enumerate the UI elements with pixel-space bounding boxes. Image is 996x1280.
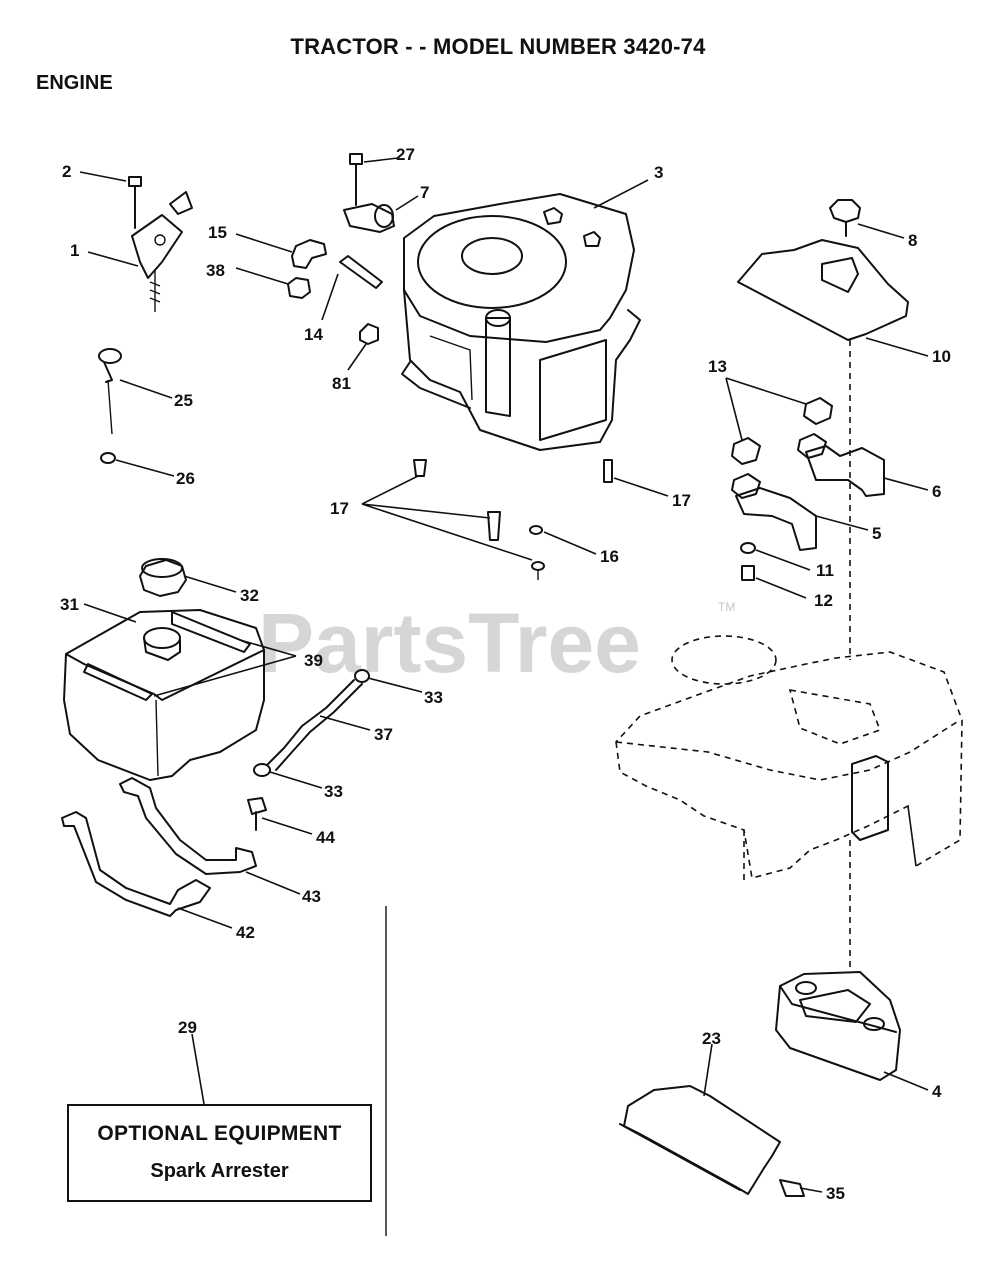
callout-17-left: 17 [330,499,349,518]
fuel-cap-icon [139,558,187,597]
throttle-control-icon [131,191,193,312]
screw-35-icon [779,1179,805,1197]
callout-31: 31 [60,595,79,614]
callout-11: 11 [816,561,834,580]
fuel-line-icon [267,679,363,771]
callout-33-top: 33 [424,688,443,707]
washer-26-icon [100,452,116,464]
callout-37: 37 [374,725,393,744]
callout-8: 8 [908,231,917,250]
callout-25: 25 [174,391,193,410]
exhaust-pipe-left-icon [735,487,817,551]
bolt-12-icon [741,565,755,581]
callout-labels: 2 1 27 7 3 15 38 14 81 8 10 13 6 5 11 12… [60,145,951,1203]
gasket-13-icons [731,397,833,499]
callout-81: 81 [332,374,351,393]
engine-icon [401,193,641,451]
callout-4: 4 [932,1082,942,1101]
fuel-tank-icon [63,609,265,781]
washer-11-icon [740,542,756,554]
muffler-icon [775,971,901,1081]
callout-44: 44 [316,828,335,847]
callout-12: 12 [814,591,833,610]
bolt-44-icon [247,797,267,831]
page-title: TRACTOR - - MODEL NUMBER 3420-74 [290,34,706,59]
callout-38: 38 [206,261,225,280]
callout-5: 5 [872,524,881,543]
callout-42: 42 [236,923,255,942]
callout-32: 32 [240,586,259,605]
clamp-33-icons [253,669,370,777]
clamp-7-icon [343,203,395,233]
muffler-shield-icon [619,1085,781,1195]
nut-38-icon [287,277,311,299]
nut-81-icon [359,323,379,345]
callout-6: 6 [932,482,941,501]
callout-17-right: 17 [672,491,691,510]
bolt-2-icon [128,176,142,229]
callout-10: 10 [932,347,951,366]
knob-8-icon [829,199,861,237]
optional-equipment-box: OPTIONAL EQUIPMENT Spark Arrester [67,1104,372,1202]
callout-7: 7 [420,183,429,202]
tractor-frame-icon [615,635,963,880]
callout-43: 43 [302,887,321,906]
optional-equipment-title: OPTIONAL EQUIPMENT [97,1122,342,1145]
callout-1: 1 [70,241,79,260]
callout-23: 23 [702,1029,721,1048]
heat-shield-icon [737,239,909,341]
callout-33-bottom: 33 [324,782,343,801]
elbow-15-icon [291,239,327,269]
callout-14: 14 [304,325,323,344]
nipple-14-icon [339,255,383,289]
callout-2: 2 [62,162,71,181]
watermark-tm: TM [718,600,735,614]
optional-equipment-item: Spark Arrester [150,1160,289,1182]
callout-15: 15 [208,223,227,242]
callout-26: 26 [176,469,195,488]
washer-16-icons [529,525,545,580]
callout-27: 27 [396,145,415,164]
section-title: ENGINE [36,72,113,94]
watermark-text: PartsTree [258,596,641,690]
dipstick-25-icon [98,348,122,435]
callout-39: 39 [304,651,323,670]
callout-16: 16 [600,547,619,566]
bolt-17-icons [413,459,613,541]
bolt-27-icon [349,153,363,206]
tank-bracket-icon [61,777,257,917]
callout-29: 29 [178,1018,197,1037]
callout-13: 13 [708,357,727,376]
callout-3: 3 [654,163,663,182]
exhaust-pipe-right-icon [805,445,885,497]
leader-lines [79,157,929,1193]
callout-35: 35 [826,1184,845,1203]
